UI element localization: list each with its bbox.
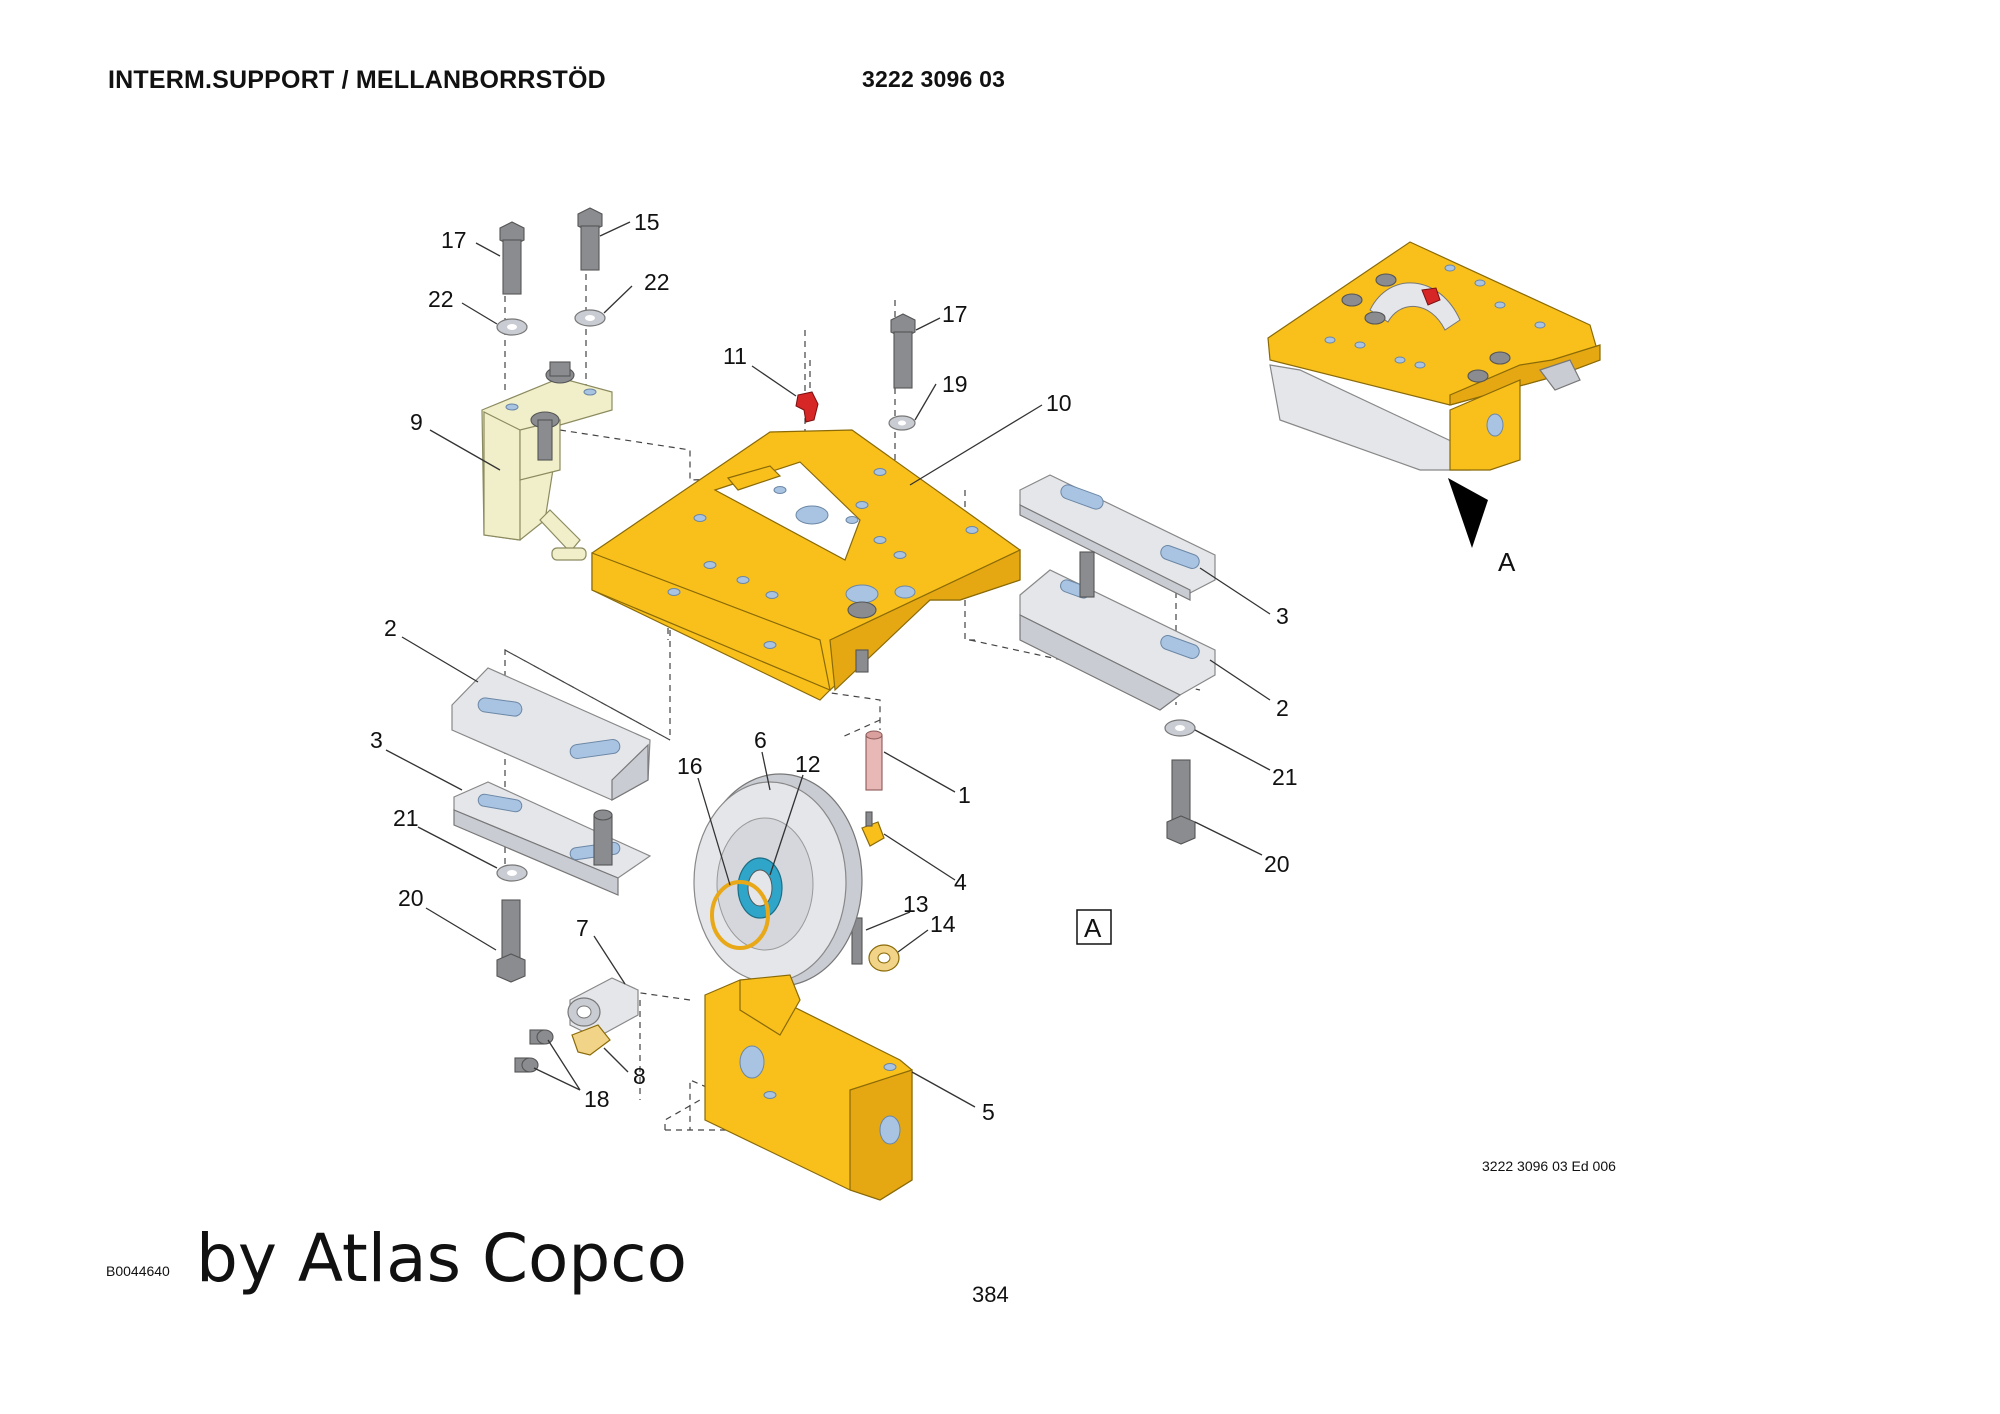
view-a-box: A — [1076, 909, 1112, 945]
slide-3-left — [453, 781, 652, 896]
view-arrow-label: A — [1498, 547, 1516, 577]
pin-1 — [865, 730, 883, 791]
callout-2-right: 2 — [1276, 695, 1289, 721]
page-number: 384 — [972, 1282, 1009, 1307]
callout-20-right: 20 — [1264, 851, 1290, 877]
callout-15: 15 — [634, 209, 660, 235]
grease-nipple-11 — [795, 391, 819, 423]
bolt-20-right — [1166, 759, 1196, 845]
callout-12: 12 — [795, 751, 821, 777]
washer-14 — [868, 944, 900, 972]
callout-11: 11 — [723, 343, 747, 369]
screws-18 — [514, 1029, 554, 1073]
callout-18: 18 — [584, 1086, 610, 1112]
image-code: B0044640 — [106, 1263, 170, 1279]
brand-text: by Atlas Copco — [196, 1220, 687, 1297]
callout-20-left: 20 — [398, 885, 424, 911]
seal-12 — [737, 857, 783, 919]
sleeve-7 — [567, 977, 639, 1039]
callout-21-right: 21 — [1272, 764, 1298, 790]
view-a-box-label: A — [1084, 913, 1102, 943]
part-number: 3222 3096 03 — [862, 66, 1006, 92]
stop-4 — [861, 811, 885, 847]
callout-13: 13 — [903, 891, 929, 917]
washer-21-right — [1164, 719, 1196, 737]
callout-14: 14 — [930, 911, 956, 937]
callout-16: 16 — [677, 753, 703, 779]
assembled-view — [1267, 241, 1601, 471]
callout-3-left: 3 — [370, 727, 383, 753]
callout-17-center: 17 — [942, 301, 968, 327]
callout-17-left: 17 — [441, 227, 467, 253]
view-arrow — [1448, 478, 1488, 548]
callout-22-right: 22 — [644, 269, 670, 295]
slide-2-left — [451, 667, 651, 802]
bolt-17-top-left — [499, 221, 525, 295]
washer-19 — [888, 415, 916, 431]
callout-8: 8 — [633, 1063, 646, 1089]
callout-19: 19 — [942, 371, 968, 397]
callout-6: 6 — [754, 727, 767, 753]
callout-4: 4 — [954, 869, 967, 895]
bolt-15 — [577, 207, 603, 271]
callout-22-left: 22 — [428, 286, 454, 312]
callout-1: 1 — [958, 782, 971, 808]
callout-10: 10 — [1046, 390, 1072, 416]
washer-22-left — [496, 318, 528, 336]
bracket-9 — [481, 361, 613, 561]
main-plate-10 — [591, 429, 1021, 701]
callout-5: 5 — [982, 1099, 995, 1125]
callout-3-right: 3 — [1276, 603, 1289, 629]
clamp-8 — [571, 1024, 611, 1056]
edition-code: 3222 3096 03 Ed 006 — [1482, 1158, 1616, 1174]
housing-5 — [704, 974, 913, 1201]
washer-21-left — [496, 864, 528, 882]
callout-2-left: 2 — [384, 615, 397, 641]
washer-22-right — [574, 309, 606, 327]
callout-7: 7 — [576, 915, 589, 941]
ring-16 — [710, 880, 770, 950]
bolt-17-center — [890, 313, 916, 389]
bolt-20-left — [496, 899, 526, 983]
leader-lines — [385, 221, 1271, 1108]
slide-3-right — [1019, 474, 1216, 601]
slide-2-right — [1019, 551, 1216, 711]
page-title: INTERM.SUPPORT / MELLANBORRSTÖD — [108, 66, 606, 94]
callout-21-left: 21 — [393, 805, 419, 831]
callout-numbers: 17 15 22 22 17 11 19 10 9 2 3 21 20 16 6… — [370, 209, 1516, 1125]
callout-9: 9 — [410, 409, 423, 435]
